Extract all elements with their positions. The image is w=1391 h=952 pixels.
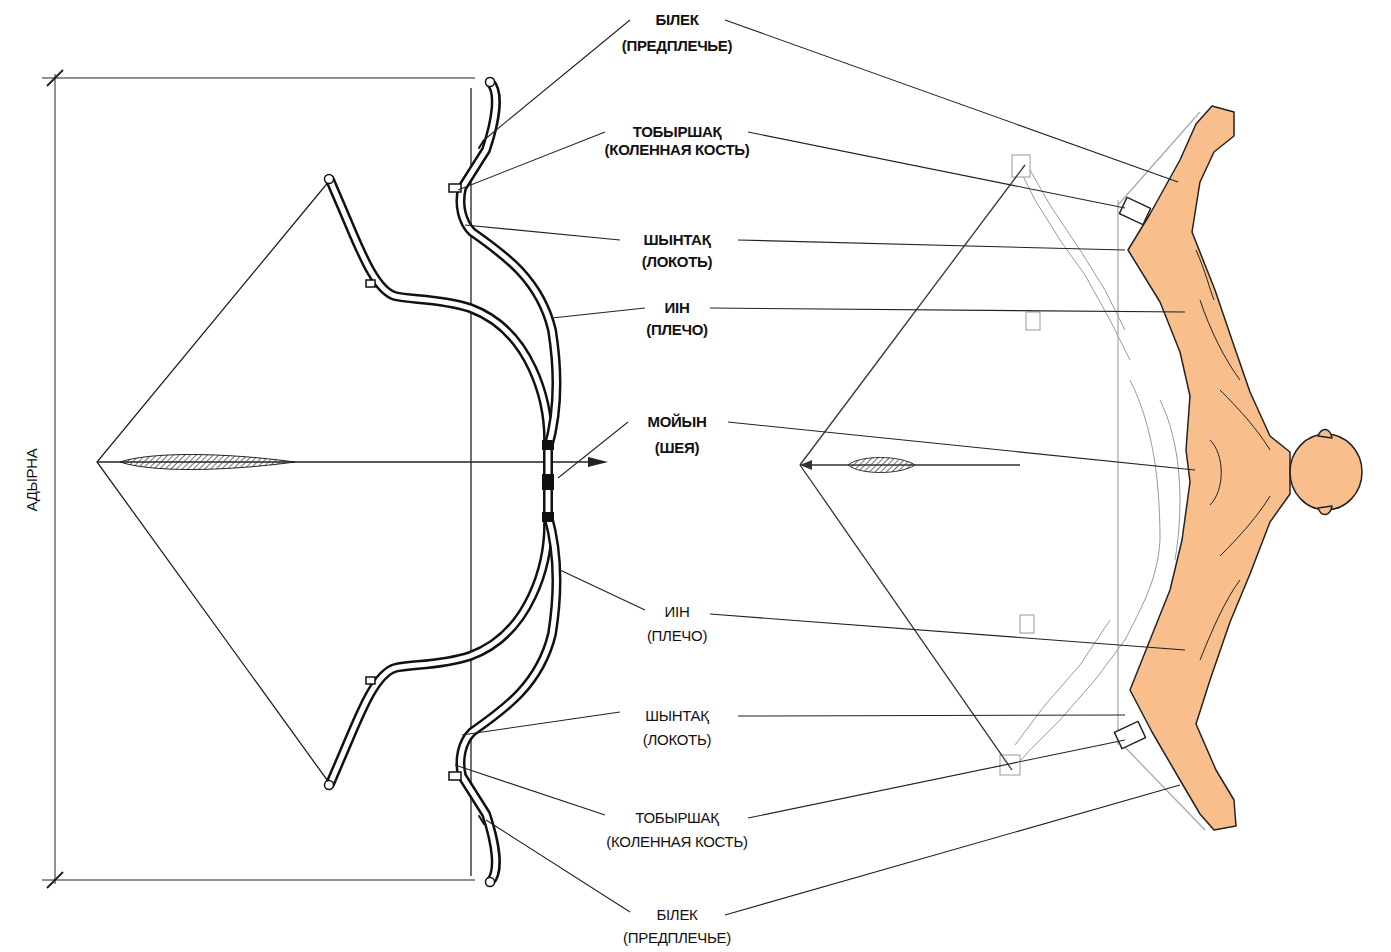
- arrow-fletching: [848, 458, 915, 473]
- dimension-label: АДЫРНА: [23, 447, 41, 514]
- part-label: ИІН: [663, 299, 692, 317]
- strung-bow: [449, 78, 556, 887]
- part-label: (ПРЕДПЛЕЧЬЕ): [621, 929, 733, 947]
- part-label: ШЫНТАҚ: [643, 707, 710, 725]
- figure-bow-lines: [800, 112, 1205, 830]
- part-label: (КОЛЕННАЯ КОСТЬ): [603, 141, 752, 159]
- human-figure: [1114, 106, 1362, 830]
- part-label: (ЛОКОТЬ): [640, 253, 715, 271]
- arrow-head: [588, 457, 608, 467]
- part-label: (КОЛЕННАЯ КОСТЬ): [604, 833, 749, 851]
- part-label: БІЛЕК: [654, 906, 699, 924]
- part-label: (ПЛЕЧО): [645, 627, 709, 645]
- part-label: (ПЛЕЧО): [644, 321, 709, 339]
- arrow-fletching: [120, 455, 295, 470]
- part-label: (ПРЕДПЛЕЧЬЕ): [620, 37, 735, 55]
- leader-lines: [455, 20, 1195, 915]
- part-label: ТОБЫРШАҚ: [633, 809, 720, 827]
- part-label: ШЫНТАҚ: [642, 231, 713, 249]
- arrow-head: [800, 460, 812, 470]
- part-label: МОЙЫН: [646, 413, 709, 431]
- part-label: БІЛЕК: [653, 11, 700, 29]
- part-label: ИІН: [663, 603, 692, 621]
- dimension-line: [42, 70, 475, 888]
- part-label: (ШЕЯ): [653, 439, 701, 457]
- part-label: (ЛОКОТЬ): [641, 731, 713, 749]
- bowstring: [470, 88, 471, 876]
- part-label: ТОБЫРШАҚ: [631, 123, 724, 141]
